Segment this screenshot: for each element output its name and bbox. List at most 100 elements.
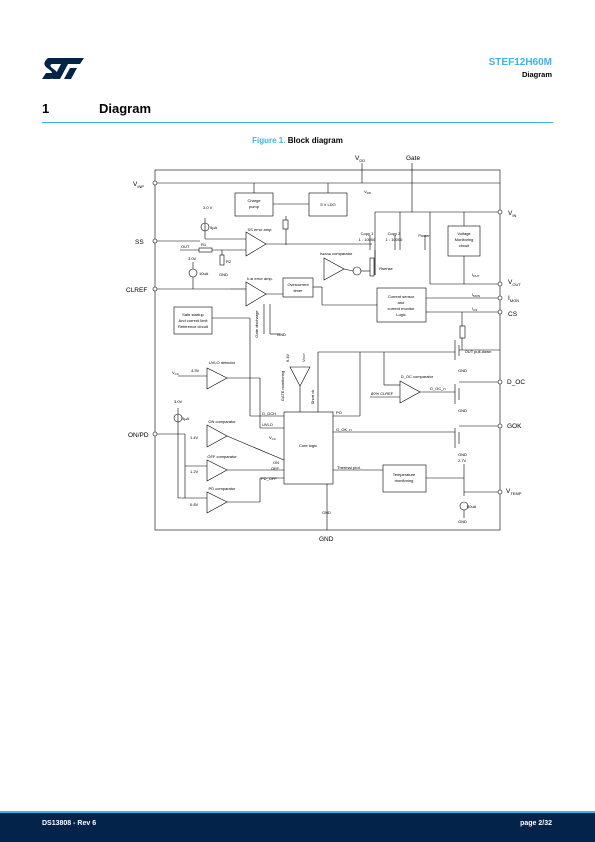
label-3v-c: 3.0V bbox=[174, 399, 183, 404]
section-divider bbox=[42, 122, 553, 123]
pin-cs-label: CS bbox=[508, 311, 518, 318]
isense-comparator bbox=[323, 257, 345, 281]
d-oc-comparator bbox=[399, 380, 421, 404]
label-ics: ICS bbox=[472, 306, 477, 312]
voltage-monitor-label-3: circuit bbox=[459, 243, 470, 248]
d-oc-comparator-label: D_OC comparator bbox=[401, 374, 434, 379]
gok-pin bbox=[497, 423, 503, 429]
pd-comparator bbox=[206, 491, 228, 514]
figure-caption-text: Block diagram bbox=[287, 136, 343, 145]
label-g-ok-n: G_OK_n bbox=[336, 427, 352, 432]
pd-comparator-label: PD comparator bbox=[209, 486, 237, 491]
ss-error-amp bbox=[245, 231, 267, 257]
st-logo-icon bbox=[42, 58, 84, 79]
pin-vout-label: VOUT bbox=[508, 279, 521, 287]
uvlo-detector-label: UVLO detector bbox=[209, 360, 236, 365]
charge-pump-label-2: pump bbox=[249, 204, 260, 209]
label-out: OUT bbox=[181, 244, 190, 249]
label-vout-ref: VOUT bbox=[301, 353, 306, 362]
temperature-label-2: monitoring bbox=[395, 478, 414, 483]
pin-vin-label: VIN bbox=[508, 210, 516, 218]
label-3v-a: 3.0 V bbox=[203, 205, 213, 210]
label-50ua: 50uA bbox=[467, 504, 477, 509]
safe-startup-label-3: Reference circuit bbox=[178, 324, 209, 329]
label-3v-b: 3.0V bbox=[188, 256, 197, 261]
overcurrent-timer-label-2: timer bbox=[294, 288, 304, 293]
label-vcc-uvlo: VCC bbox=[172, 370, 180, 376]
footer-page-number: page 2/32 bbox=[520, 820, 552, 827]
label-1v4: 1.4V bbox=[190, 435, 199, 440]
label-gnd-gd: GND bbox=[277, 332, 286, 337]
label-gnd-pulldown: GND bbox=[458, 368, 467, 373]
overcurrent-timer-label-1: Overcurrent bbox=[287, 282, 309, 287]
label-4v3: 4.3V bbox=[191, 368, 200, 373]
document-subtitle: Diagram bbox=[521, 70, 552, 79]
label-gnd-vtemp: GND bbox=[458, 519, 467, 524]
safe-startup-label-1: Safe startup bbox=[182, 312, 204, 317]
label-0v8: 0.8V bbox=[190, 502, 199, 507]
short-circuit-label: Short ck bbox=[310, 390, 315, 405]
core-logic-label: Core logic bbox=[299, 443, 317, 448]
label-thermal-prot: Thermal prot. bbox=[337, 465, 361, 470]
copy2-label-2: 1 : 10000 bbox=[386, 237, 403, 242]
ss-pin bbox=[152, 238, 158, 244]
pin-vtemp-label: VTEMP bbox=[506, 488, 522, 496]
uvlo-detector bbox=[206, 367, 228, 390]
ss-error-amp-label: SS error amp. bbox=[248, 227, 273, 232]
overcurrent-timer-box bbox=[282, 277, 314, 298]
footer-accent-line bbox=[0, 811, 595, 813]
pin-vdd-label: VDD bbox=[355, 155, 365, 163]
clref-pin bbox=[152, 286, 158, 292]
pin-clref-label: CLREF bbox=[126, 287, 147, 294]
footer-band bbox=[0, 813, 595, 842]
current-sensor-label-4: Logic bbox=[396, 312, 406, 317]
pin-imon-label: IMON bbox=[508, 295, 519, 303]
pin-onpd-label: ON/PD bbox=[128, 432, 149, 439]
footer-doc-rev: DS13808 - Rev 6 bbox=[42, 820, 97, 827]
label-gnd-r2: GND bbox=[219, 272, 228, 277]
label-gnd-core: GND bbox=[322, 510, 331, 515]
label-80-clref: 80% CLREF bbox=[371, 391, 394, 396]
pin-vinp-label: VINP bbox=[133, 181, 144, 189]
label-2v7: 2.7V bbox=[458, 458, 467, 463]
pin-gate-label: Gate bbox=[406, 155, 420, 162]
current-sensor-label-1: Current sensor bbox=[388, 294, 415, 299]
cs-pin bbox=[497, 309, 503, 315]
on-comparator bbox=[206, 424, 228, 448]
label-g-dch: G_DCH bbox=[262, 411, 276, 416]
label-on: ON bbox=[273, 460, 279, 465]
copy2-label-1: Copy 2 bbox=[388, 231, 401, 236]
onpd-pin bbox=[152, 431, 158, 437]
label-off: OFF bbox=[271, 466, 280, 471]
out-pulldown-label: OUT pull-down bbox=[465, 349, 492, 354]
label-vcc-core: VCC bbox=[269, 435, 277, 441]
ilim-error-amp-label: ILIM error amp. bbox=[247, 276, 273, 281]
label-imon-small: IMON bbox=[472, 292, 480, 298]
current-sensor-label-2: and bbox=[398, 300, 405, 305]
charge-pump-label-1: Charge bbox=[247, 198, 261, 203]
voltage-monitor-label-1: Voltage bbox=[457, 231, 471, 236]
vtemp-pin bbox=[497, 489, 503, 495]
label-gnd-gok: GND bbox=[458, 452, 467, 457]
gate-discharge-label: Gate discharge bbox=[254, 310, 259, 338]
label-pd-off: PD_OFF bbox=[261, 476, 277, 481]
label-10ua: 10uA bbox=[199, 271, 209, 276]
vinp-pin bbox=[152, 180, 158, 186]
label-6v4: 6.4V bbox=[285, 353, 290, 362]
label-uvlo: UVLO bbox=[262, 422, 273, 427]
label-r2: R2 bbox=[226, 259, 232, 264]
label-po: PO bbox=[336, 410, 342, 415]
on-comparator-label: ON comparator bbox=[208, 419, 236, 424]
voltage-monitor-label-2: Monitoring bbox=[455, 237, 474, 242]
label-vdd-ldo: VDD bbox=[364, 189, 372, 195]
isense-comparator-label: ISENSE comparator bbox=[320, 251, 353, 256]
copy1-label-2: 1 : 10000 bbox=[359, 237, 376, 242]
safe-startup-label-2: And current limit bbox=[179, 318, 209, 323]
current-sensor-label-3: current monitor bbox=[388, 306, 416, 311]
label-5ua-a: 5μA bbox=[210, 225, 218, 230]
label-gnd-doc: GND bbox=[458, 408, 467, 413]
document-title: STEF12H60M bbox=[488, 57, 552, 68]
core-logic-box bbox=[283, 411, 334, 485]
imon-pin bbox=[497, 295, 503, 301]
